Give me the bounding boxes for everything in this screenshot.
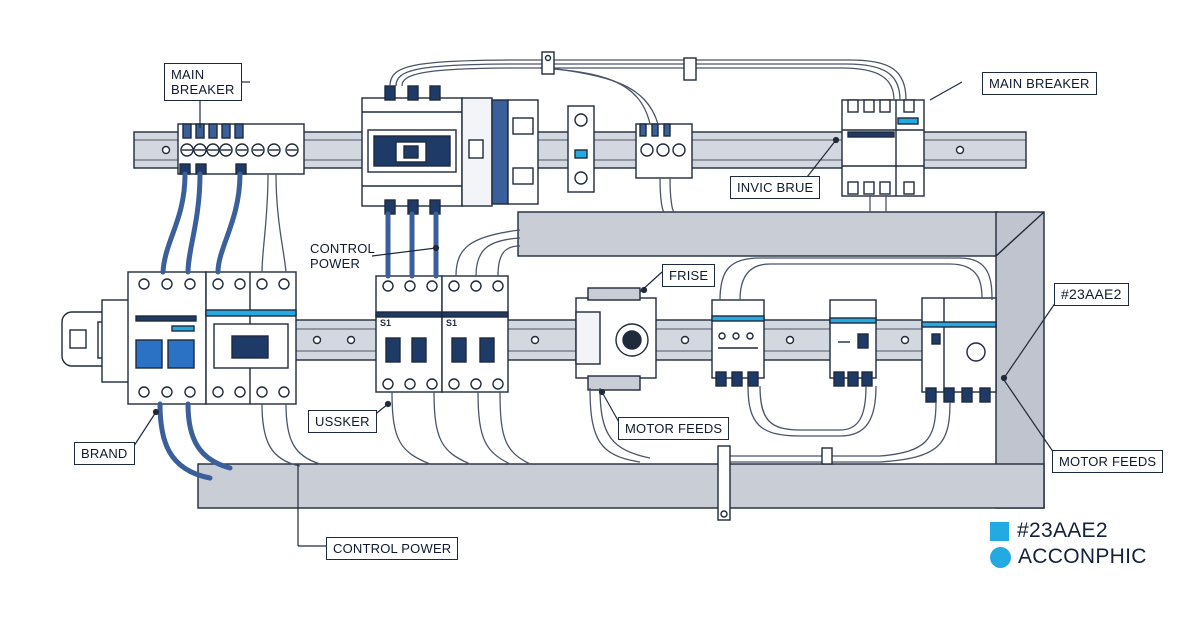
legend-label-2: ACCONPHIC (1018, 545, 1147, 568)
callout-invic-brue: INVIC BRUE (730, 176, 821, 199)
wire-duct-bottom (197, 463, 1045, 509)
contactor-label-2: S1 (446, 318, 457, 328)
relay-1 (711, 299, 765, 387)
circle-icon (990, 546, 1011, 568)
callout-control-power-bottom: CONTROL POWER (326, 537, 459, 560)
callout-brand: BRAND (74, 442, 135, 465)
terminal-block-top-middle (635, 123, 693, 179)
legend-label-1: #23AAE2 (1017, 519, 1108, 542)
main-breaker-top (361, 85, 539, 215)
callout-main-breaker-left: MAIN BREAKER (164, 63, 242, 101)
legend: #23AAE2 ACCONPHIC (990, 518, 1147, 570)
relay-3 (921, 297, 997, 403)
legend-item-1: #23AAE2 (990, 518, 1147, 544)
callout-fuse: FRISE (662, 264, 716, 287)
callout-hex-right: #23AAE2 (1054, 283, 1129, 306)
contactor-1 (375, 275, 443, 393)
cable-clip (541, 51, 833, 521)
callout-motor-feeds-center: MOTOR FEEDS (618, 417, 730, 440)
square-icon (990, 521, 1009, 541)
wiring-blue (157, 171, 439, 481)
indicator-module (567, 105, 595, 193)
breaker-left (127, 271, 207, 405)
relay-2 (829, 299, 877, 387)
fuse-switch (575, 287, 657, 391)
breaker-left-2 (205, 271, 297, 405)
callout-main-breaker-right: MAIN BREAKER (982, 72, 1097, 95)
disconnect-handle (61, 299, 133, 383)
legend-item-2: ACCONPHIC (990, 544, 1147, 570)
callout-control-power-top: CONTROL POWER (310, 241, 375, 271)
callout-motor-feeds-right: MOTOR FEEDS (1052, 450, 1164, 473)
wire-duct-top (517, 211, 999, 257)
contactor-2 (441, 275, 509, 393)
terminal-block-top-left (177, 123, 305, 175)
contactor-label-1: S1 (380, 318, 391, 328)
main-breaker-right (841, 99, 925, 197)
wiring-grey (261, 59, 993, 467)
wire-duct-right (995, 211, 1045, 509)
callout-usker: USSKER (308, 410, 377, 433)
